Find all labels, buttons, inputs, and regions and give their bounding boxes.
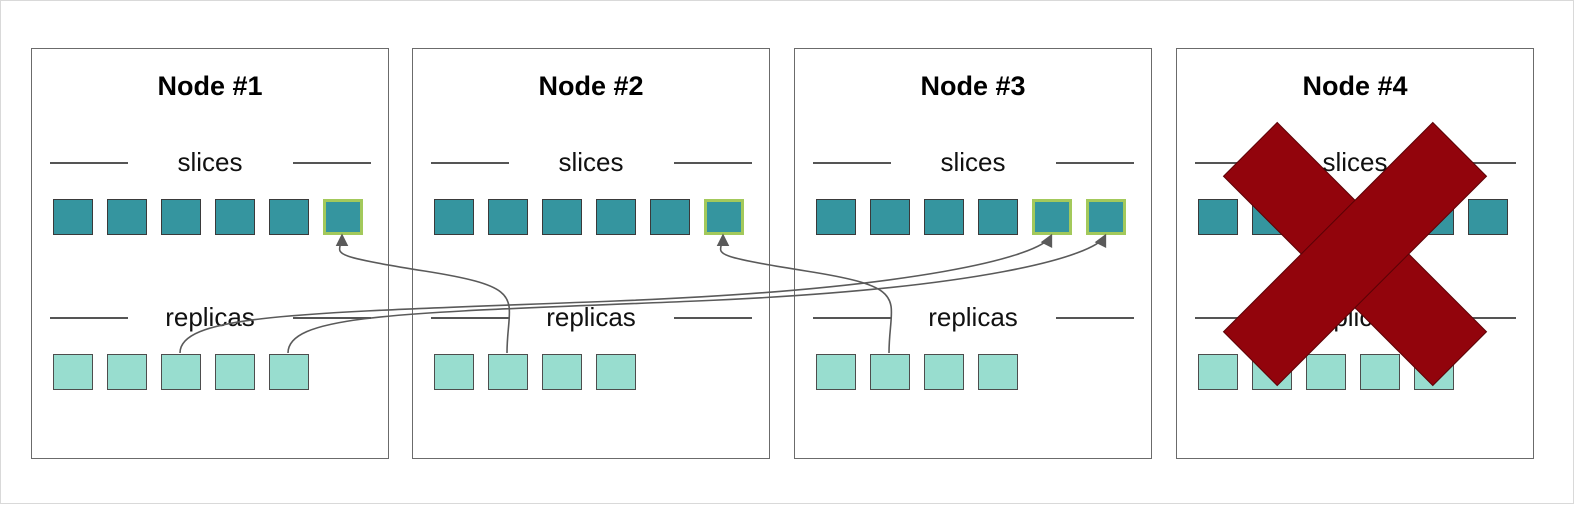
promoted-slice — [1086, 199, 1126, 235]
node-box: Node #1 slices replicas — [31, 48, 389, 459]
replica — [434, 354, 474, 390]
node-title: Node #3 — [920, 71, 1026, 101]
promoted-slice — [1032, 199, 1072, 235]
section-divider — [50, 162, 128, 164]
replica — [269, 354, 309, 390]
slice — [1198, 199, 1238, 235]
replicas-label: replicas — [928, 302, 1018, 332]
slice — [1414, 199, 1454, 235]
replica — [1252, 354, 1292, 390]
node-title: Node #4 — [1302, 71, 1408, 101]
section-divider — [431, 162, 509, 164]
slice — [1306, 199, 1346, 235]
replica — [1198, 354, 1238, 390]
replica — [542, 354, 582, 390]
slices-label: slices — [940, 147, 1006, 177]
replica — [488, 354, 528, 390]
slice — [870, 199, 910, 235]
promoted-slice — [704, 199, 744, 235]
replica — [1306, 354, 1346, 390]
section-divider — [293, 162, 371, 164]
slices-label: slices — [558, 147, 624, 177]
slices-label: slices — [177, 147, 243, 177]
slice — [488, 199, 528, 235]
replicas-label: replicas — [546, 302, 636, 332]
slice — [1252, 199, 1292, 235]
replica — [816, 354, 856, 390]
replica — [596, 354, 636, 390]
node-box: Node #2 slices replicas — [412, 48, 770, 459]
slice — [269, 199, 309, 235]
section-divider — [50, 317, 128, 319]
replica — [1360, 354, 1400, 390]
slice — [1468, 199, 1508, 235]
slice — [107, 199, 147, 235]
node-title: Node #2 — [538, 71, 644, 101]
section-divider — [813, 162, 891, 164]
replica — [1414, 354, 1454, 390]
section-divider — [1056, 162, 1134, 164]
node-box: Node #4 slices replicas — [1176, 48, 1534, 459]
slice — [542, 199, 582, 235]
slice — [924, 199, 964, 235]
slice — [434, 199, 474, 235]
slice — [978, 199, 1018, 235]
replica — [161, 354, 201, 390]
slice — [215, 199, 255, 235]
replicas-label: replicas — [165, 302, 255, 332]
promoted-slice — [323, 199, 363, 235]
section-divider — [674, 162, 752, 164]
replica — [924, 354, 964, 390]
replica — [107, 354, 147, 390]
slice — [53, 199, 93, 235]
replicas-label: replicas — [1310, 302, 1400, 332]
node-box: Node #3 slices replicas — [794, 48, 1152, 459]
node-title: Node #1 — [157, 71, 263, 101]
replica — [870, 354, 910, 390]
slice — [650, 199, 690, 235]
slices-label: slices — [1322, 147, 1388, 177]
slice — [161, 199, 201, 235]
replica — [215, 354, 255, 390]
replica — [978, 354, 1018, 390]
slice — [816, 199, 856, 235]
slice — [1360, 199, 1400, 235]
slice — [596, 199, 636, 235]
replica — [53, 354, 93, 390]
